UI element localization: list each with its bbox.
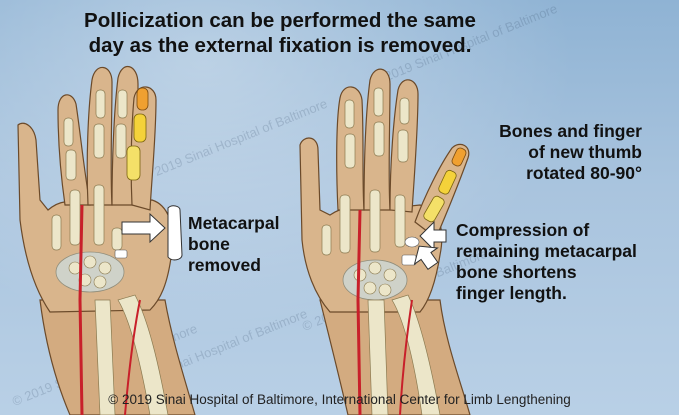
label-line: finger length. bbox=[456, 283, 567, 303]
title: Pollicization can be performed the same … bbox=[0, 8, 560, 58]
title-line: Pollicization can be performed the same bbox=[84, 9, 476, 32]
label-line: bone shortens bbox=[456, 262, 577, 282]
label-line: Bones and finger bbox=[499, 121, 642, 141]
left-hand bbox=[17, 66, 196, 415]
right-hand bbox=[299, 68, 471, 415]
label-compression: Compression of remaining metacarpal bone… bbox=[456, 220, 666, 304]
label-line: remaining metacarpal bbox=[456, 241, 637, 261]
label-line: of new thumb bbox=[528, 142, 642, 162]
label-line: rotated 80-90° bbox=[526, 163, 642, 183]
label-rotated: Bones and finger of new thumb rotated 80… bbox=[472, 121, 642, 184]
copyright-footer: © 2019 Sinai Hospital of Baltimore, Inte… bbox=[108, 392, 571, 407]
label-line: Metacarpal bbox=[188, 213, 280, 233]
label-metacarpal-removed: Metacarpal bone removed bbox=[188, 213, 279, 276]
title-line: day as the external fixation is removed. bbox=[88, 34, 472, 57]
label-line: bone bbox=[188, 234, 230, 254]
label-line: removed bbox=[188, 255, 261, 275]
label-line: Compression of bbox=[456, 220, 590, 240]
